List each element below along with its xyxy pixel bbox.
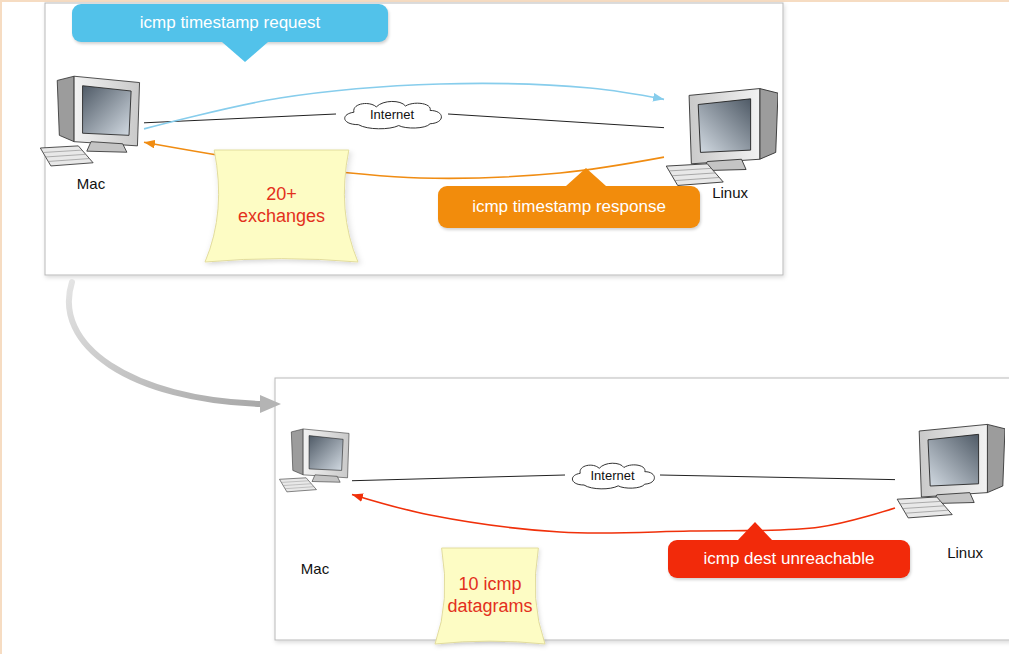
scene-panel [275,378,1009,640]
computer-node: Mac [38,72,144,193]
computer-icon [38,72,144,167]
host-label: Linux [895,544,1005,562]
host-label: Mac [38,175,144,193]
computer-node: Mac [278,426,352,578]
callout-text: icmp timestamp response [472,197,666,217]
transition-arrowhead [260,395,281,413]
network-cloud: Internet [336,98,448,130]
sticky-note: 10 icmp datagrams [435,548,545,644]
callout-pointer [738,522,772,540]
computer-icon [895,420,1005,519]
page-frame [0,0,1009,2]
network-link [448,114,664,128]
callout-text: icmp dest unreachable [703,549,874,569]
callout-bubble: icmp dest unreachable [668,540,910,578]
message-arrow [144,83,664,128]
callout-text: icmp timestamp request [140,13,320,33]
computer-node: Linux [664,84,778,202]
sticky-note: 20+ exchanges [205,150,358,262]
computer-node: Linux [895,420,1005,562]
network-link [352,475,565,481]
transition-arrow [69,282,262,404]
callout-bubble: icmp timestamp response [438,186,700,228]
callout-pointer [566,168,606,186]
note-text: 20+ exchanges [238,184,325,227]
cloud-label: Internet [590,468,634,483]
computer-icon [278,426,352,493]
network-link [660,475,895,480]
scene-panel [45,3,783,275]
page-frame [0,0,2,654]
callout-bubble: icmp timestamp request [72,4,388,42]
message-arrow [352,494,895,533]
callout-pointer [222,42,268,62]
computer-icon [664,84,778,187]
network-cloud: Internet [565,460,660,490]
host-label: Mac [278,560,352,578]
cloud-label: Internet [370,107,414,122]
note-text: 10 icmp datagrams [447,574,532,617]
